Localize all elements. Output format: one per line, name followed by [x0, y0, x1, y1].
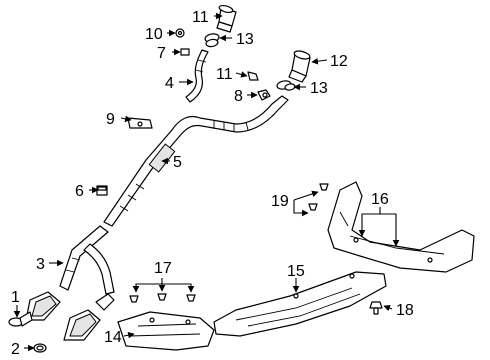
callout-13-upper: 13 — [236, 31, 254, 48]
callout-12-upper: 11 — [192, 9, 209, 26]
tailpipe-tip-upper — [216, 4, 237, 33]
fasteners-17 — [129, 293, 196, 303]
callout-19: 19 — [271, 193, 289, 210]
callout-18: 18 — [396, 302, 414, 319]
callout-7: 7 — [157, 45, 166, 62]
callout-9: 9 — [106, 111, 115, 128]
hanger-9 — [127, 117, 153, 129]
heat-shield-15 — [213, 271, 387, 337]
callout-14: 14 — [104, 329, 122, 346]
y-pipe — [59, 225, 115, 295]
fasteners-19 — [308, 183, 329, 211]
bolt-10 — [175, 28, 185, 38]
callout-8: 8 — [234, 88, 243, 105]
catalytic-converter-rear — [63, 293, 115, 341]
heat-shield-14 — [117, 311, 215, 351]
callout-13-right: 13 — [310, 80, 328, 97]
callout-16: 16 — [371, 191, 389, 208]
heat-shield-16 — [327, 181, 475, 273]
tailpipe-tip-right — [288, 50, 311, 83]
callout-2: 2 — [11, 341, 20, 358]
callout-4: 4 — [165, 75, 174, 92]
callout-labels: 11 13 10 7 4 11 12 13 8 9 5 6 3 1 2 14 1… — [11, 9, 414, 358]
gasket-2 — [33, 343, 47, 353]
callout-12-right: 12 — [330, 53, 348, 70]
hanger-11 — [247, 71, 259, 81]
isolator-6 — [96, 185, 108, 196]
clamp-upper — [204, 33, 220, 48]
bolt-18 — [369, 301, 383, 315]
catalytic-converter-front — [8, 291, 61, 327]
callout-3: 3 — [36, 256, 45, 273]
callout-11: 11 — [216, 66, 233, 83]
hanger-bracket-7 — [180, 48, 190, 56]
callout-17: 17 — [154, 260, 172, 277]
callout-10: 10 — [145, 26, 163, 43]
tailpipe — [185, 49, 209, 103]
clamp-right — [276, 80, 296, 91]
callout-1: 1 — [11, 289, 20, 306]
hanger-8 — [257, 89, 271, 101]
callout-6: 6 — [75, 183, 84, 200]
callout-15: 15 — [287, 263, 305, 280]
callout-5: 5 — [173, 154, 182, 171]
muffler-pipe-assembly — [103, 95, 289, 227]
leader-lines — [13, 12, 400, 352]
